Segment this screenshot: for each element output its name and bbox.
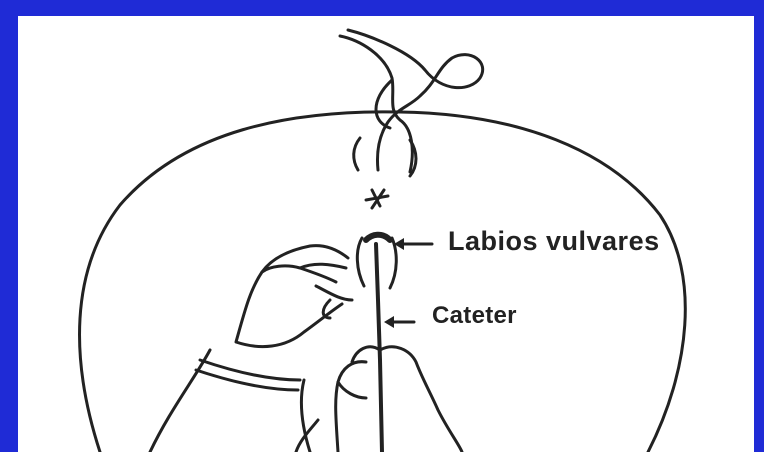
towel-edge — [354, 138, 360, 170]
vulvar-fill — [366, 235, 390, 240]
meatus-star — [366, 190, 388, 208]
right-hand — [336, 347, 462, 452]
left-forearm — [150, 350, 310, 452]
left-hand — [236, 246, 352, 347]
cateter-arrowhead — [384, 316, 394, 328]
label-vulvar-lips: Labios vulvares — [448, 226, 660, 257]
label-catheter: Cateter — [432, 302, 517, 330]
bracelet — [196, 360, 300, 390]
